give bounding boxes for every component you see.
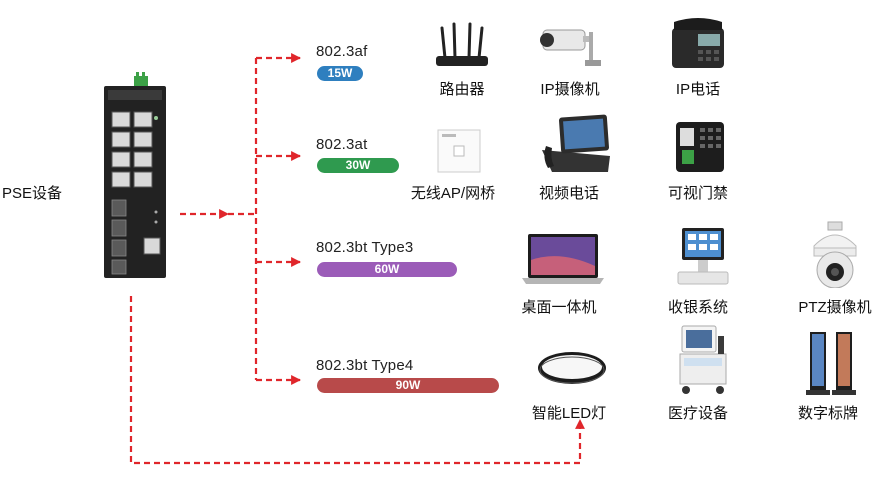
smart-led-icon xyxy=(538,352,606,384)
router-icon xyxy=(436,22,488,66)
power-bt3-badge: 60W xyxy=(317,262,457,277)
wireless-ap-label: 无线AP/网桥 xyxy=(410,185,496,202)
desktop-aio-label: 桌面一体机 xyxy=(521,299,597,316)
ip-phone-label: IP电话 xyxy=(675,81,721,98)
standard-af-label: 802.3af xyxy=(316,43,368,60)
medical-device-label: 医疗设备 xyxy=(667,405,728,422)
router-label: 路由器 xyxy=(439,81,485,98)
desktop-aio-icon xyxy=(522,234,604,284)
medical-device-icon xyxy=(679,325,727,394)
pse-label: PSE设备 xyxy=(2,185,63,202)
smart-led-label: 智能LED灯 xyxy=(531,405,607,422)
digital-signage-icon xyxy=(806,332,856,395)
video-door-icon xyxy=(676,122,724,172)
power-af-badge: 15W xyxy=(317,66,363,81)
standard-bt4-label: 802.3bt Type4 xyxy=(316,357,414,374)
pse-switch-icon xyxy=(104,72,166,278)
ip-camera-label: IP摄像机 xyxy=(540,81,600,98)
power-bt4-badge: 90W xyxy=(317,378,499,393)
ptz-camera-label: PTZ摄像机 xyxy=(798,299,872,316)
led-feed-line xyxy=(129,296,585,465)
digital-signage-label: 数字标牌 xyxy=(797,405,858,422)
video-phone-label: 视频电话 xyxy=(538,185,599,202)
power-at-badge: 30W xyxy=(317,158,399,173)
ip-camera-icon xyxy=(540,29,601,66)
standard-at-label: 802.3at xyxy=(316,136,368,153)
pos-system-label: 收银系统 xyxy=(667,299,728,316)
standard-bt3-label: 802.3bt Type3 xyxy=(316,239,414,256)
ptz-camera-icon xyxy=(813,221,857,288)
video-door-label: 可视门禁 xyxy=(667,185,728,202)
pos-system-icon xyxy=(677,228,729,285)
wireless-ap-icon xyxy=(437,129,481,173)
video-phone-icon xyxy=(542,114,610,172)
ip-phone-icon xyxy=(672,18,724,68)
